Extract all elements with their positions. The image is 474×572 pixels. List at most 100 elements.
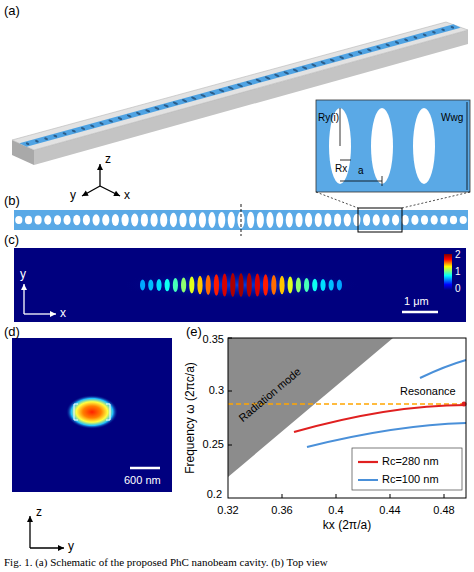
- beam-hole: [460, 216, 467, 224]
- beam-hole: [305, 213, 312, 227]
- field-lobe: [181, 277, 186, 292]
- beam-hole: [189, 212, 196, 227]
- beam-hole: [131, 214, 138, 227]
- figure-label: 0.35: [203, 333, 224, 346]
- legend-line-red: [358, 461, 378, 463]
- beam-hole: [450, 216, 457, 225]
- air-hole: [108, 119, 113, 123]
- figure-label: 0.4: [328, 504, 343, 517]
- air-hole: [154, 106, 160, 110]
- air-hole: [367, 48, 372, 52]
- figure-label: 0.36: [271, 504, 292, 517]
- field-lobe: [271, 275, 276, 295]
- beam-hole: [112, 214, 119, 226]
- air-hole: [385, 43, 390, 47]
- figure-label: (c): [4, 232, 19, 248]
- figure-label: 0.44: [379, 504, 400, 517]
- figure-label: (b): [4, 193, 20, 209]
- field-lobe: [279, 276, 284, 294]
- air-hole: [357, 51, 362, 55]
- figure-label: (e): [186, 324, 202, 340]
- figure-label: Rx: [335, 163, 347, 175]
- band-blue: [307, 423, 466, 447]
- beam-hole: [102, 214, 109, 226]
- figure-label: 0.2: [207, 488, 222, 501]
- figure-label: z: [36, 505, 42, 519]
- air-hole: [117, 116, 122, 120]
- beam-hole: [228, 212, 235, 229]
- beam-hole: [35, 216, 42, 225]
- mode-plot: [12, 338, 172, 492]
- air-hole: [302, 66, 308, 70]
- figure-label: 600 nm: [124, 474, 161, 487]
- dimension-a: [340, 181, 382, 182]
- y-tick: [228, 445, 232, 446]
- figure-label: Resonance: [400, 385, 456, 398]
- figure-label: 0.32: [217, 504, 238, 517]
- axis-z-head: [27, 516, 33, 522]
- field-lobe: [304, 278, 309, 292]
- inset-hole: [413, 108, 435, 184]
- figure-label: y: [68, 539, 74, 553]
- air-hole: [450, 26, 454, 30]
- x-tick: [390, 494, 391, 498]
- field-lobe: [238, 273, 243, 297]
- figure-label: Ry(i): [318, 112, 339, 124]
- legend-text: Rc=280 nm: [382, 455, 439, 468]
- plot-frame: [228, 338, 466, 498]
- beam-hole: [122, 214, 129, 226]
- beam-hole: [73, 215, 80, 225]
- beam-hole: [83, 215, 90, 226]
- field-lobe: [156, 279, 161, 291]
- beam-hole: [151, 213, 158, 227]
- air-hole: [395, 41, 400, 45]
- beam-hole: [160, 213, 167, 227]
- beam-hole: [266, 212, 273, 228]
- figure-label: (d): [4, 324, 20, 340]
- inset-panel: [316, 100, 470, 192]
- zoom-leader: [402, 192, 470, 208]
- beam-hole: [324, 213, 331, 227]
- beam-hole: [54, 215, 61, 225]
- x-tick: [336, 494, 337, 498]
- x-tick: [444, 494, 445, 498]
- beam-hole: [141, 213, 148, 226]
- air-hole: [292, 68, 298, 72]
- air-hole: [237, 83, 244, 88]
- dimension-wwg: [467, 102, 468, 190]
- beam-hole: [15, 216, 22, 224]
- beam-hole: [247, 212, 254, 229]
- air-hole: [274, 73, 280, 77]
- beam-hole: [411, 215, 418, 225]
- dimension-rx: [340, 160, 351, 161]
- beam-hole: [257, 212, 264, 228]
- air-hole: [81, 127, 86, 131]
- axis-x-head: [50, 311, 56, 317]
- beam-hole: [373, 214, 380, 226]
- figure-label: Wwg: [441, 112, 463, 124]
- field-glow: [121, 269, 361, 301]
- air-hole: [191, 96, 197, 100]
- figure-label: 0.48: [433, 504, 454, 517]
- beam-hole: [179, 213, 186, 228]
- air-hole: [136, 111, 142, 115]
- axis-x-head: [113, 191, 120, 196]
- field-lobe: [337, 280, 342, 291]
- beam-hole: [208, 212, 215, 228]
- field-lobe: [173, 278, 178, 292]
- air-hole: [227, 86, 234, 91]
- air-hole: [264, 76, 270, 80]
- air-hole: [44, 137, 48, 141]
- air-hole: [432, 30, 436, 34]
- zoom-box: [358, 208, 402, 232]
- y-tick: [228, 391, 232, 392]
- mode-spot: [66, 395, 118, 429]
- beam-hole: [25, 216, 32, 225]
- air-hole: [311, 63, 317, 67]
- figure-label: a: [358, 165, 364, 177]
- zoom-leader: [316, 192, 358, 208]
- figure-label: 0.3: [209, 384, 224, 397]
- figure-label: 0: [455, 283, 461, 295]
- air-hole: [413, 36, 418, 40]
